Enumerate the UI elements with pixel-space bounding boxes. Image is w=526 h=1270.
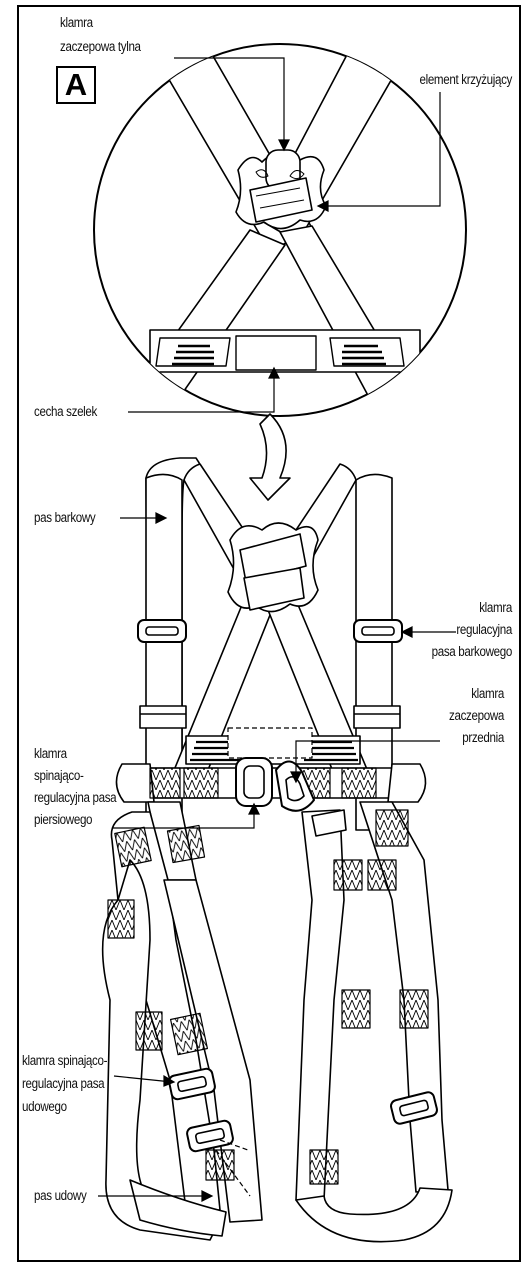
label-shoulder-adjust-buckle: klamra regulacyjna pasa barkowego — [404, 599, 512, 660]
detail-circle — [94, 30, 466, 440]
label-shoulder-strap: pas barkowy — [34, 509, 95, 526]
pointer-arrow — [250, 414, 290, 500]
label-rear-buckle: klamra zaczepowa tylna — [60, 14, 141, 55]
leg-loop-right — [296, 1188, 452, 1242]
label-cross-element: element krzyżujący — [361, 71, 512, 88]
figure-badge: A — [56, 66, 96, 104]
label-harness-mark: cecha szelek — [34, 403, 97, 420]
label-chest-buckle: klamra spinająco- regulacyjna pasa piers… — [34, 745, 116, 828]
harness-mark-label — [236, 336, 316, 370]
keeper-left — [140, 706, 186, 728]
keeper-right — [354, 706, 400, 728]
label-front-buckle: klamra zaczepowa przednia — [411, 685, 504, 746]
label-leg-buckle: klamra spinająco- regulacyjna pasa udowe… — [22, 1052, 107, 1115]
label-leg-strap: pas udowy — [34, 1187, 86, 1204]
